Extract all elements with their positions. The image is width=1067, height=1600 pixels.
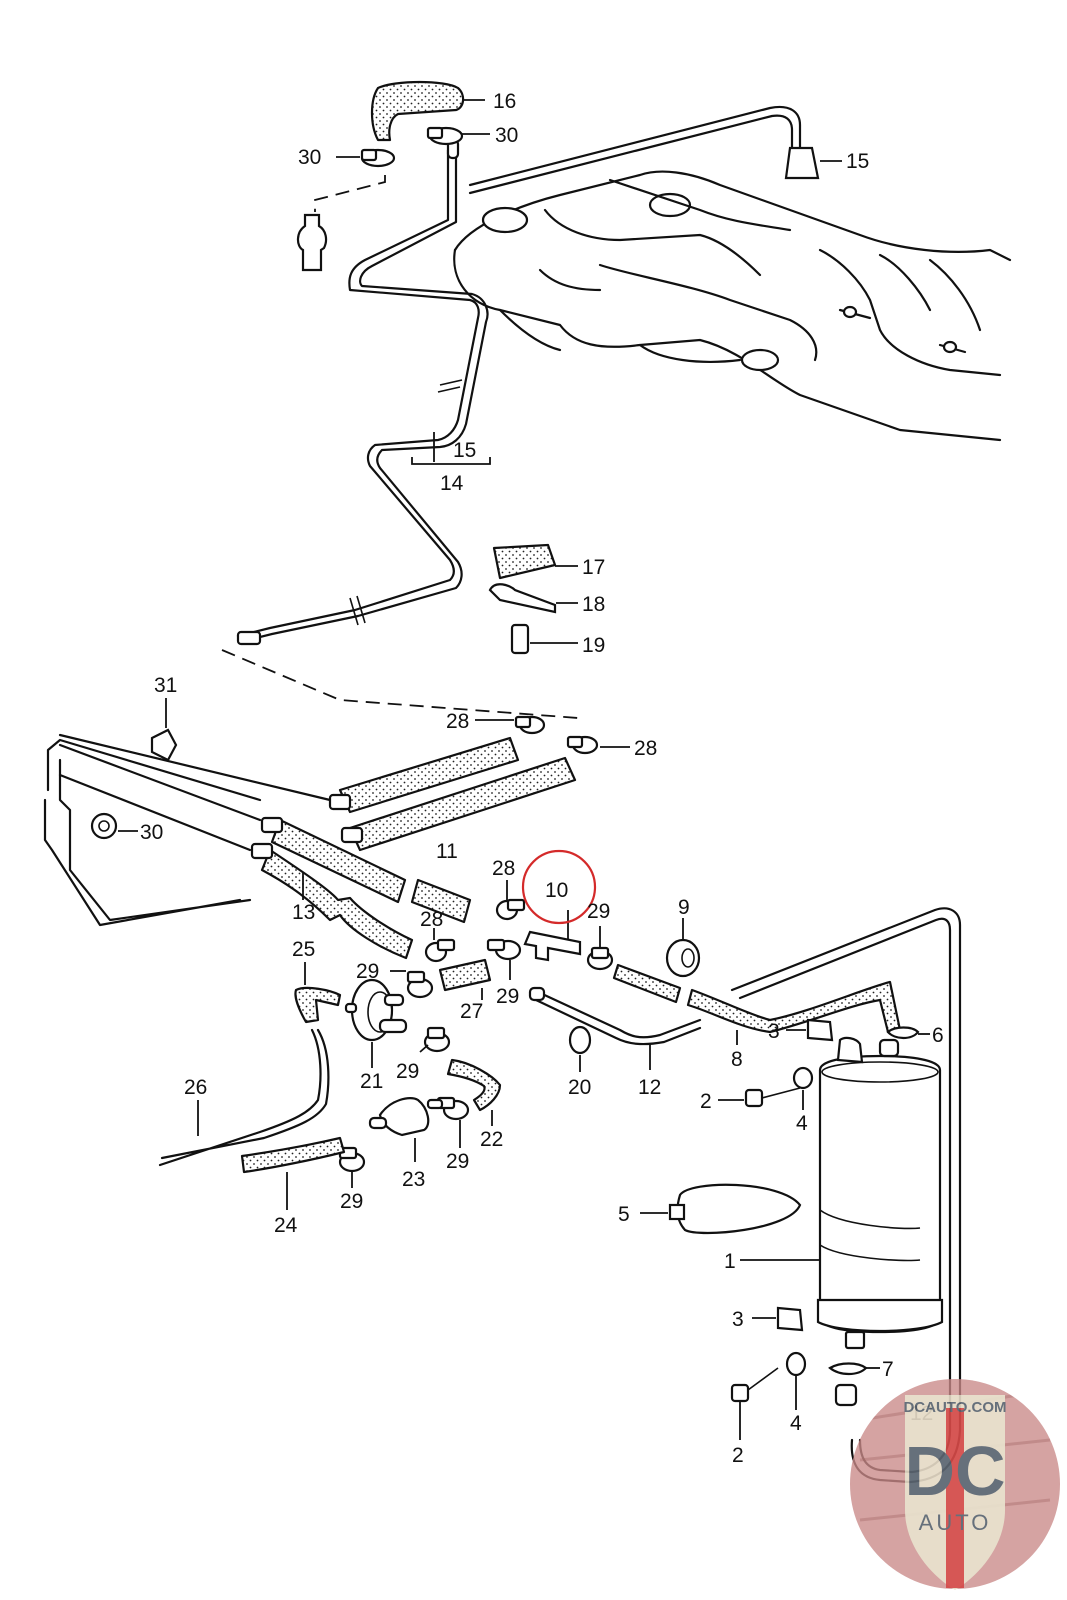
callout-15: 15 [453, 439, 476, 462]
hose-13 [260, 848, 414, 960]
line-26 [158, 1028, 330, 1167]
screws-2 [718, 1087, 801, 1440]
callout-1: 1 [724, 1250, 736, 1273]
callout-4: 4 [796, 1112, 808, 1135]
clip-6 [886, 1026, 920, 1040]
bracket-18 [488, 583, 557, 614]
callout-2: 2 [700, 1090, 712, 1113]
clamp-30-top [314, 126, 490, 212]
callout-19: 19 [582, 634, 605, 657]
callout-labels: 16 30 30 15 15 14 17 18 19 31 28 28 30 1… [140, 90, 944, 1467]
fuel-tank-outline [453, 170, 1012, 442]
logo-url-text: DCAUTO.COM [903, 1399, 1006, 1416]
callout-10: 10 [545, 879, 568, 902]
hose-24 [240, 1136, 346, 1174]
logo-red-bar [946, 1408, 964, 1588]
hose-25 [294, 986, 342, 1024]
callout-16: 16 [493, 90, 516, 113]
callout-20: 20 [568, 1076, 591, 1099]
clip-3-upper [806, 1018, 834, 1042]
hose-16 [370, 80, 465, 142]
clamps-29 [338, 926, 614, 1188]
vent-line-tank [468, 105, 802, 187]
callout-29: 29 [446, 1150, 469, 1173]
grommet-15 [784, 146, 820, 180]
strap-5 [676, 1183, 802, 1235]
callout-30: 30 [140, 821, 163, 844]
callout-29: 29 [587, 900, 610, 923]
hose-9 [612, 963, 682, 1004]
coupling [328, 793, 352, 811]
logo-monogram: DC [904, 1432, 1005, 1510]
callout-12: 12 [638, 1076, 661, 1099]
callout-28: 28 [446, 710, 469, 733]
t-piece-10 [523, 930, 582, 962]
callout-30: 30 [298, 146, 321, 169]
callout-9: 9 [678, 896, 690, 919]
callout-27: 27 [460, 1000, 483, 1023]
dcauto-watermark-logo: DCAUTO.COM DC AUTO [850, 1379, 1060, 1590]
callout-7: 7 [882, 1358, 894, 1381]
callout-2: 2 [732, 1444, 744, 1467]
callout-22: 22 [480, 1128, 503, 1151]
callout-5: 5 [618, 1203, 630, 1226]
valve-23 [368, 1097, 444, 1162]
vent-line-14 [236, 138, 489, 646]
callout-23: 23 [402, 1168, 425, 1191]
hose-8 [686, 980, 902, 1034]
callout-29: 29 [496, 985, 519, 1008]
valve-21 [344, 978, 408, 1068]
clamps-28 [424, 715, 630, 963]
callout-8: 8 [731, 1048, 743, 1071]
pipe-12 [534, 990, 702, 1046]
clip-7 [828, 1362, 868, 1376]
callout-3: 3 [768, 1020, 780, 1043]
charcoal-canister [740, 1036, 944, 1350]
callout-18: 18 [582, 593, 605, 616]
frame-line-left [43, 738, 262, 927]
callout-31: 31 [154, 674, 177, 697]
callout-3: 3 [732, 1308, 744, 1331]
clip-17 [492, 543, 557, 580]
callout-29: 29 [340, 1190, 363, 1213]
callout-29: 29 [356, 960, 379, 983]
logo-auto-text: AUTO [919, 1510, 992, 1535]
callout-29: 29 [396, 1060, 419, 1083]
callout-26: 26 [184, 1076, 207, 1099]
callout-17: 17 [582, 556, 605, 579]
callout-25: 25 [292, 938, 315, 961]
sleeve-19 [510, 623, 530, 655]
spacers-4 [785, 1066, 814, 1410]
callout-6: 6 [932, 1024, 944, 1047]
highlight-circle-part-10 [521, 849, 597, 925]
callout-24: 24 [274, 1214, 298, 1237]
grommet-30 [90, 812, 118, 840]
hose-11 [410, 878, 472, 924]
hose-22 [446, 1058, 502, 1112]
callout-11: 11 [436, 840, 458, 863]
clip-3-lower [776, 1306, 804, 1332]
hose-27 [438, 958, 492, 992]
grommet-20 [568, 1025, 592, 1055]
callout-30: 30 [495, 124, 518, 147]
callout-13: 13 [292, 901, 315, 924]
check-valve [296, 213, 328, 272]
callout-28: 28 [492, 857, 515, 880]
hose-11-left [270, 818, 407, 904]
callout-21: 21 [360, 1070, 383, 1093]
callout-28: 28 [420, 908, 443, 931]
callout-4: 4 [790, 1412, 802, 1435]
callout-15: 15 [846, 150, 869, 173]
callout-28: 28 [634, 737, 657, 760]
callout-14: 14 [440, 472, 464, 495]
clip-31 [150, 728, 178, 762]
